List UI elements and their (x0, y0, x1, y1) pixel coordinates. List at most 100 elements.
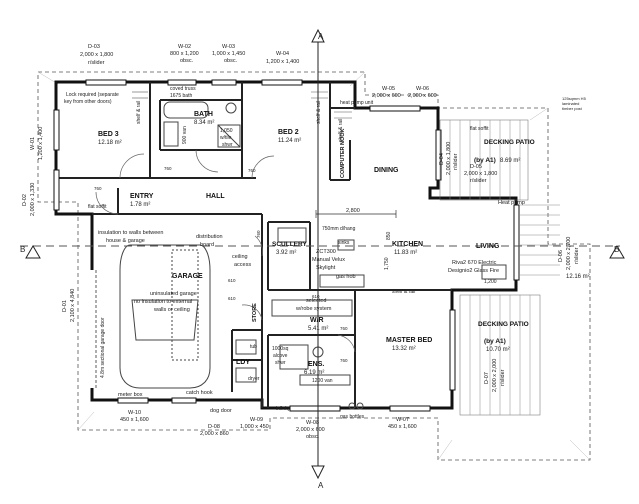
w04-id: W-04 (276, 51, 289, 57)
note-fire-dim: 1,200 (484, 279, 497, 285)
roof-hatch (37, 71, 591, 461)
note-post-1: 125sqmm H5 (562, 96, 587, 101)
note-post-3: timber post (562, 106, 583, 111)
room-wr-name: W/R (310, 317, 324, 324)
w07-size: 450 x 1,600 (388, 424, 417, 430)
d05-id: D-05 (470, 164, 482, 170)
dim-2800 (315, 210, 397, 218)
door-610-wr: 610 (312, 294, 320, 299)
w02-size: 800 x 1,200 (170, 51, 199, 57)
note-shower-3: shwr (222, 142, 233, 148)
room-kitchen-name: KITCHEN (392, 241, 423, 248)
note-sectional-door: 4.8m sectional garage door (100, 317, 106, 378)
w09-size: 1,000 x 450 (240, 424, 269, 430)
decking-bottom-area: 10.70 m² (486, 347, 510, 353)
note-fire-2: Designio2 Glass Fire (448, 268, 499, 274)
room-ldy-name: LDY (236, 359, 250, 366)
note-meter-box: meter box (118, 392, 143, 398)
room-nook-name: COMPUTER NOOK (340, 128, 346, 178)
note-alcove-1: 1000sq (272, 346, 289, 352)
room-dining-name: DINING (374, 167, 399, 174)
note-insulation-1: insulation to walls between (98, 230, 163, 236)
note-tub: tub (250, 344, 257, 350)
d01-size: 2,100 x 4,840 (70, 289, 76, 322)
note-fridge-space: 750mm d/hang (322, 226, 356, 232)
dim-1750-label: 1,750 (384, 257, 390, 270)
note-van: 900 van (182, 126, 188, 144)
d02-size: 2,000 x 1,330 (30, 183, 36, 216)
note-shower-2: w/tile (220, 135, 232, 141)
d03-id: D-03 (88, 44, 100, 50)
note-wrobe-2: w/robe system (295, 306, 332, 312)
decking-bottom (459, 294, 541, 416)
d08-size: 2,000 x 860 (200, 431, 229, 437)
room-entry-area: 1.78 m² (130, 202, 150, 208)
decking-top-area: 8.69 m² (500, 158, 520, 164)
section-b-left: B (20, 245, 25, 254)
section-a-bottom: A (318, 481, 324, 490)
room-ens-area: 6.19 m² (304, 370, 324, 376)
note-insulation-2: house & garage (106, 238, 145, 244)
interior-walls (56, 82, 452, 408)
room-garage-name: GARAGE (172, 273, 203, 280)
door-760-master: 760 (340, 326, 348, 331)
note-shelf-rail-kitchen: shelf & rail (392, 289, 415, 295)
note-distribution-2: board (200, 242, 214, 248)
note-post-2: laminated (562, 101, 579, 106)
w08-size: 2,000 x 600 (296, 427, 325, 433)
section-markers (20, 28, 625, 480)
decking-top-sub: (by A1) (474, 157, 496, 164)
room-scullery-name: SCULLERY (272, 241, 307, 248)
w08-type: obsc. (306, 434, 320, 440)
decking-bottom-sub: (by A1) (484, 338, 506, 345)
room-bed3-area: 12.18 m² (98, 140, 122, 146)
w04-size: 1,200 x 1,400 (266, 59, 299, 65)
room-living-extra-area: 12.16 m² (566, 274, 590, 280)
labels: A A B B D-03 2,000 x 1,800 r/slider W-02… (20, 32, 619, 490)
door-760-entry: 760 (94, 186, 102, 191)
note-distribution-1: distribution (196, 234, 223, 240)
room-scullery-area: 3.92 m² (276, 250, 296, 256)
w10-id: W-10 (128, 410, 141, 416)
note-flat-soffit-left: flat soffit (88, 204, 107, 210)
note-heatpump: Heat pump (498, 200, 525, 206)
d05-type: r/slider (470, 178, 487, 184)
d08-id: D-08 (208, 424, 220, 430)
room-living-name: LIVING (476, 243, 500, 250)
note-skylight-3: Skylight (316, 265, 336, 271)
note-coved-1: coved truss (170, 86, 196, 92)
decking-top-name: DECKING PATIO (484, 139, 535, 146)
room-hall-name: HALL (206, 193, 225, 200)
d07-id: D-07 (484, 372, 490, 384)
section-a-top: A (318, 32, 324, 41)
d05-size: 2,000 x 1,800 (464, 171, 497, 177)
d06-size: 2,000 x 2,700 (566, 237, 572, 270)
note-gas-bottles: gas bottles (340, 414, 365, 420)
door-swings (95, 149, 356, 353)
w03-type: obsc. (224, 58, 238, 64)
room-store-name: STORE (252, 303, 258, 322)
note-alcove-2: alcove (273, 353, 288, 359)
w06-id: W-06 (416, 86, 429, 92)
note-lock-2: key from other doors) (64, 99, 112, 105)
note-coved-2: 1675 bath (170, 93, 192, 99)
w05-size: 2,000 x 600 (372, 93, 401, 99)
door-760-bed2: 760 (248, 168, 256, 173)
w01-size: 1,200 x 1,400 (38, 127, 44, 160)
d07-size: 2,000 x 2,000 (492, 359, 498, 392)
note-gas-hob: gas hob (336, 274, 356, 280)
note-uninsulated-1: uninsulated garage (150, 291, 197, 297)
note-skylight-2: Manual Velux (312, 257, 345, 263)
d06-type: r/slider (574, 247, 580, 264)
d03-size: 2,000 x 1,800 (80, 52, 113, 58)
d04-type: r/slider (453, 153, 459, 170)
room-wr-area: 5.41 m² (308, 326, 328, 332)
door-760-garage: 760 (256, 230, 261, 238)
note-flat-soffit-top: flat soffit (470, 126, 489, 132)
w05-id: W-05 (382, 86, 395, 92)
w03-id: W-03 (222, 44, 235, 50)
note-uninsulated-2: no insulation to external (134, 299, 192, 305)
door-610-store: 610 (228, 296, 236, 301)
room-kitchen-area: 11.83 m² (394, 250, 417, 256)
dim-2800-label: 2,800 (346, 208, 360, 214)
